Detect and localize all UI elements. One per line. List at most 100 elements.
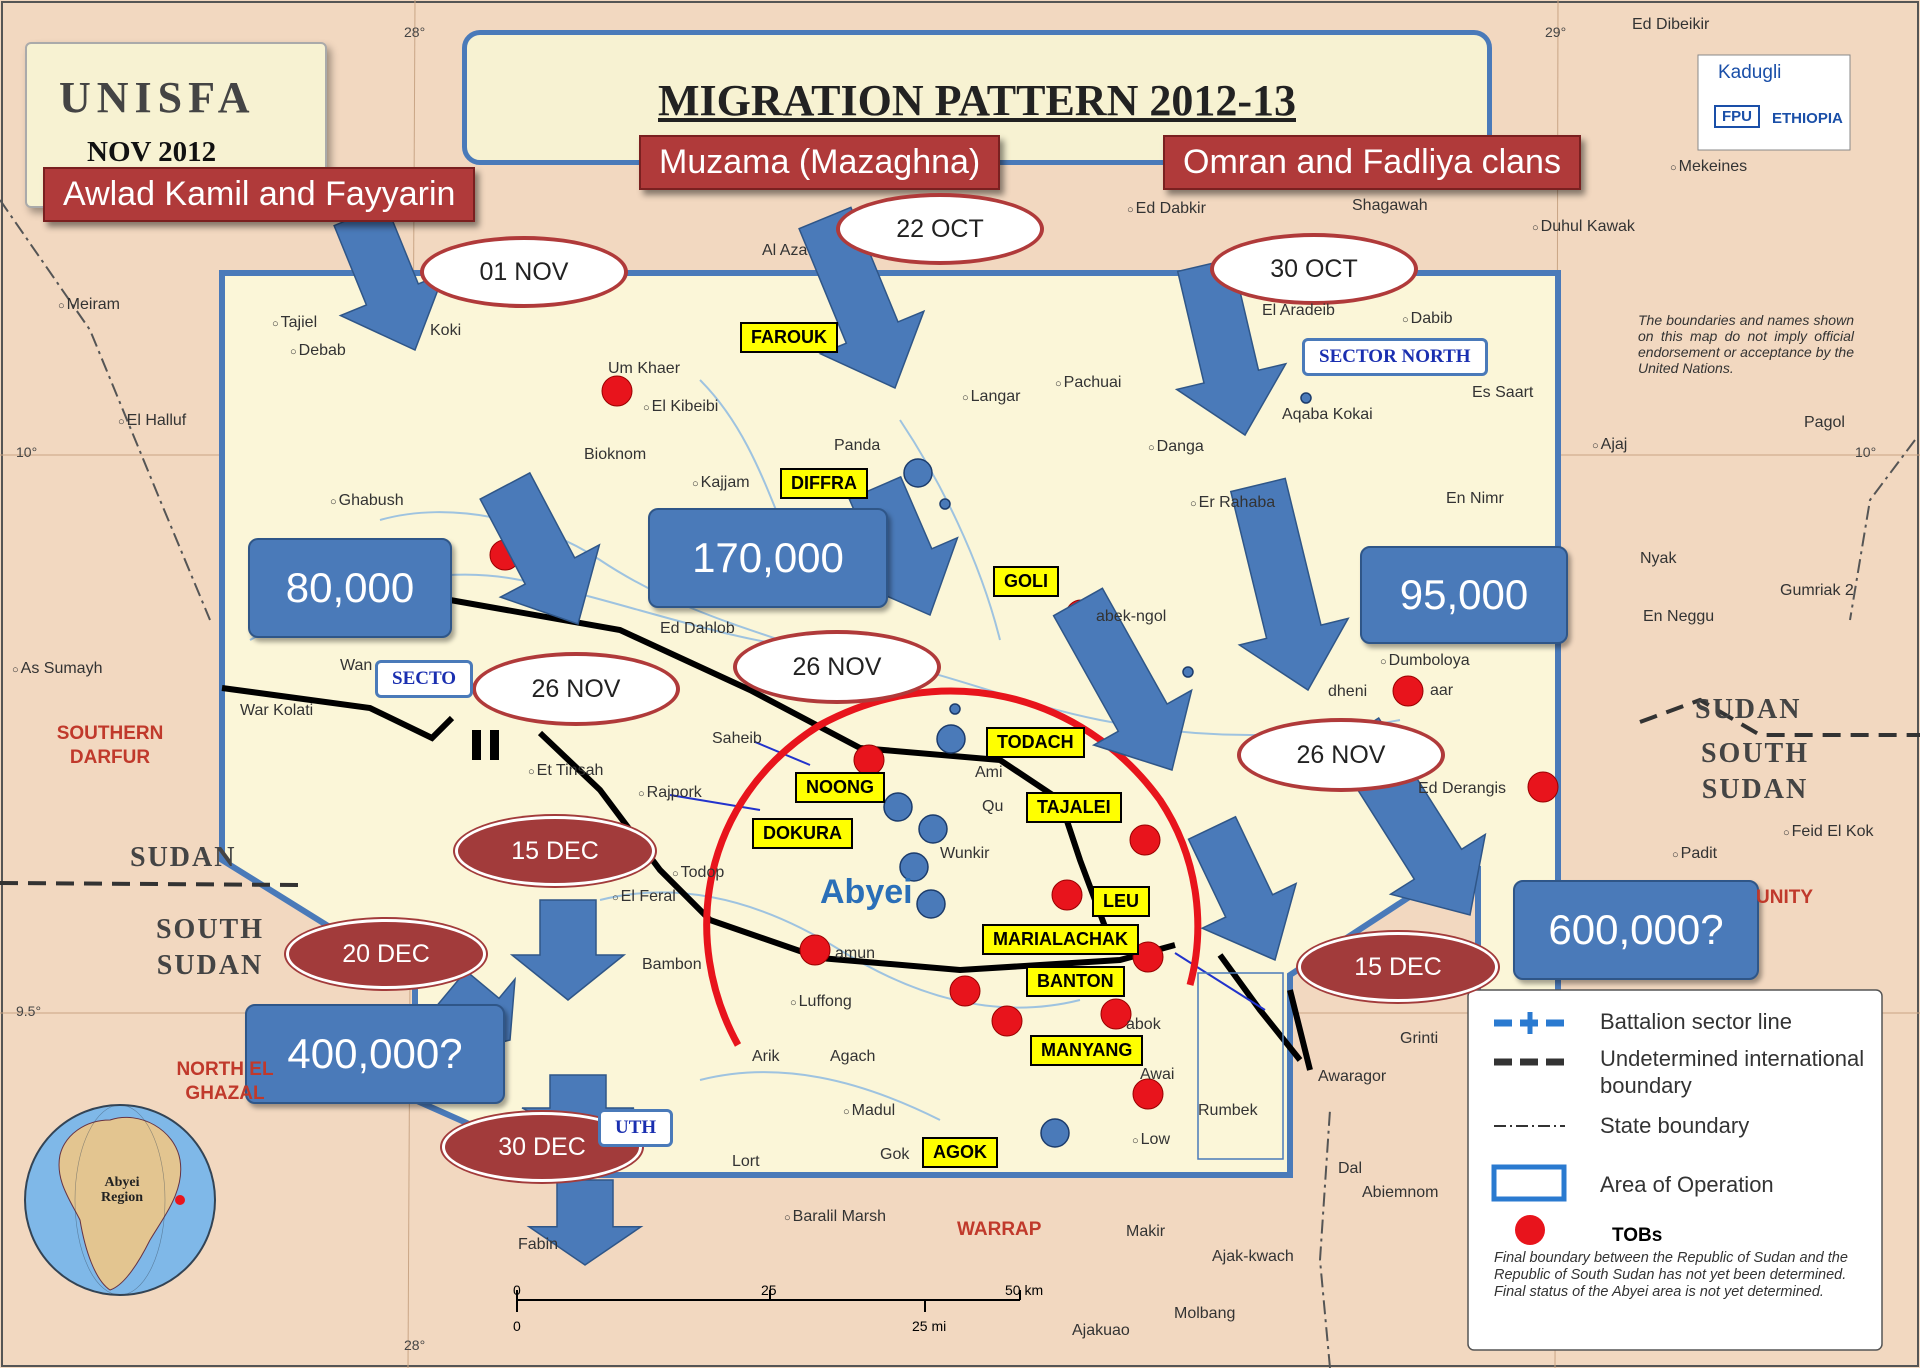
date-oval: 26 NOV (472, 652, 680, 726)
place-label: amun (835, 945, 876, 962)
date-oval-red: 20 DEC (286, 919, 486, 989)
tob-dot (991, 1005, 1023, 1037)
place-label: Er Rahaba (1190, 494, 1276, 512)
tob-label: TODACH (986, 727, 1085, 758)
place-label: Bambon (642, 956, 702, 973)
place-label: Awaragor (1318, 1068, 1387, 1085)
place-label: En Nimr (1446, 490, 1504, 507)
date-oval-red: 15 DEC (1298, 932, 1498, 1002)
region-label: SUDAN (1695, 694, 1802, 725)
place-label: El Halluf (118, 412, 187, 430)
place-label: El Aradeib (1262, 302, 1335, 319)
place-label: Panda (834, 437, 881, 454)
undetermined-boundary (0, 697, 1920, 887)
place-label: Ed Dahlob (660, 620, 735, 637)
legend-aoo: Area of Operation (1600, 1172, 1774, 1197)
base-dot (903, 458, 933, 488)
place-label: abek-ngol (1096, 608, 1167, 625)
base-dot (916, 889, 946, 919)
population-box: 95,000 (1360, 546, 1568, 644)
tob-label: DOKURA (752, 818, 853, 849)
date-oval: 30 OCT (1210, 233, 1418, 305)
place-label: Pachuai (1055, 374, 1122, 392)
tob-label: MANYANG (1030, 1035, 1144, 1066)
tob-label: NOONG (795, 772, 886, 803)
place-label: Saheib (712, 730, 762, 747)
place-label: Duhul Kawak (1532, 218, 1635, 236)
migration-arrow (479, 471, 601, 625)
place-label: Rumbek (1198, 1102, 1258, 1119)
date-oval: 01 NOV (420, 236, 628, 308)
map-title: MIGRATION PATTERN 2012-13 (658, 76, 1296, 125)
clan-awlad-kamil: Awlad Kamil and Fayyarin (43, 167, 476, 222)
scale-label: 25 (761, 1282, 777, 1298)
place-label: As Sumayh (12, 660, 103, 678)
kadugli-label: Kadugli (1718, 62, 1782, 83)
place-label: Ghabush (330, 492, 404, 510)
legend-state: State boundary (1600, 1113, 1750, 1138)
sector-north-label: SECTOR NORTH (1302, 338, 1488, 376)
tob-label: LEU (1092, 886, 1150, 917)
region-label: SOUTH SUDAN (1700, 738, 1810, 805)
place-label: Feid El Kok (1783, 823, 1874, 841)
place-label: Kajjam (692, 474, 750, 492)
sector-centre-label: SECTO (375, 660, 474, 698)
migration-arrow (1229, 477, 1350, 692)
scale-label: 25 mi (912, 1318, 947, 1334)
migration-arrow (1052, 587, 1193, 771)
region-label: WARRAP (957, 1219, 1042, 1240)
disclaimer: The boundaries and names shown on this m… (1638, 312, 1854, 376)
region-label: UNITY (1756, 887, 1813, 908)
abyei-label: Abyei (820, 873, 913, 911)
coord-label: 9.5° (16, 1003, 42, 1019)
place-label: Luffong (790, 993, 852, 1011)
migration-arrow (1187, 815, 1298, 962)
place-label: Abiemnom (1362, 1184, 1439, 1201)
place-label: Qu (982, 798, 1004, 815)
coord-label: 28° (404, 1337, 426, 1353)
tob-label: TAJALEI (1026, 792, 1122, 823)
globe-inset (24, 1104, 216, 1296)
place-label: Madul (843, 1102, 896, 1120)
map-point (939, 498, 951, 510)
region-label: SOUTH SUDAN (155, 914, 265, 981)
tob-dot (601, 375, 633, 407)
ethiopia-label: ETHIOPIA (1772, 110, 1843, 127)
place-label: Padit (1672, 845, 1717, 863)
tob-label: GOLI (993, 566, 1059, 597)
place-label: aar (1430, 682, 1454, 699)
place-label: Grinti (1400, 1030, 1439, 1047)
place-label: War Kolati (240, 702, 314, 719)
tob-dot (1132, 1078, 1164, 1110)
migration-arrow (509, 899, 627, 1001)
date-oval: 26 NOV (733, 630, 941, 704)
base-dot (883, 792, 913, 822)
legend-tobs: TOBs (1612, 1225, 1663, 1246)
place-label: dheni (1328, 683, 1368, 700)
date-oval: 22 OCT (836, 193, 1044, 265)
place-label: Ajaj (1592, 436, 1628, 454)
place-label: Arik (752, 1048, 780, 1065)
kadugli-inset (1697, 54, 1851, 151)
migration-arrow (526, 1179, 644, 1266)
coord-label: 10° (1855, 444, 1877, 460)
scale-label: 0 (513, 1318, 521, 1334)
abyei-region-label: Abyei Region (101, 1175, 143, 1205)
place-label: Dabib (1402, 310, 1453, 328)
place-label: Um Khaer (608, 360, 681, 377)
place-label: Makir (1126, 1223, 1166, 1240)
place-label: Aqaba Kokai (1282, 406, 1373, 423)
region-label: SUDAN (130, 842, 237, 873)
place-label: Al Aza (762, 242, 808, 259)
place-label: Lort (732, 1153, 760, 1170)
legend-note: Final boundary between the Republic of S… (1494, 1250, 1848, 1300)
place-label: Et Tinsah (528, 762, 604, 780)
place-label: El Kibeibi (643, 398, 719, 416)
place-label: Koki (430, 322, 462, 339)
place-label: Danga (1148, 438, 1204, 456)
tob-dot (1392, 675, 1424, 707)
date-oval: 26 NOV (1237, 718, 1445, 792)
tob-label: MARIALACHAK (982, 924, 1139, 955)
